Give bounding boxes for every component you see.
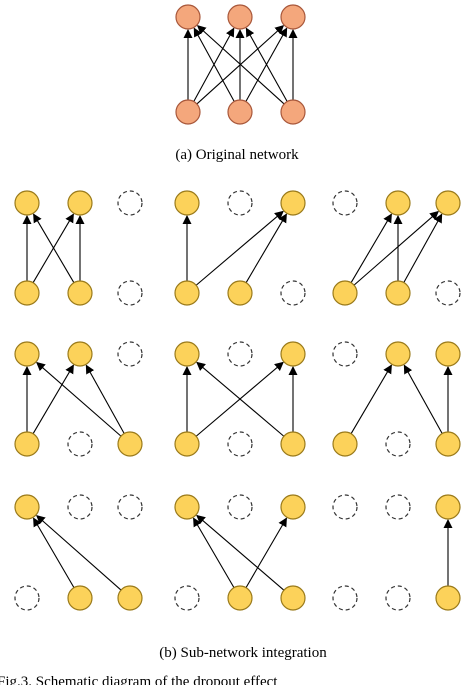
neuron: [280, 341, 306, 367]
neuron: [175, 4, 201, 30]
connection-arrow: [85, 364, 125, 434]
subnetwork-grid: [14, 190, 461, 611]
neuron: [174, 280, 200, 306]
neuron: [435, 341, 461, 367]
dropped-neuron: [117, 190, 143, 216]
neuron: [67, 585, 93, 611]
subnetwork: [14, 494, 143, 611]
dropped-neuron: [67, 431, 93, 457]
subnetwork-caption: (b) Sub-network integration: [159, 645, 327, 661]
neuron: [332, 280, 358, 306]
neuron: [385, 341, 411, 367]
neuron: [227, 99, 253, 125]
connection-arrow: [36, 361, 122, 437]
dropped-neuron: [227, 431, 253, 457]
neuron: [67, 190, 93, 216]
neuron: [280, 99, 306, 125]
connection-arrow: [195, 210, 284, 286]
connection-arrow: [350, 213, 392, 283]
connection-arrow: [350, 364, 392, 434]
dropped-neuron: [117, 494, 143, 520]
neuron: [174, 431, 200, 457]
connection-arrow: [35, 514, 122, 591]
dropped-neuron: [332, 585, 358, 611]
dropped-neuron: [227, 494, 253, 520]
dropped-neuron: [117, 280, 143, 306]
neuron: [174, 190, 200, 216]
neuron: [280, 494, 306, 520]
dropped-neuron: [117, 341, 143, 367]
dropped-neuron: [227, 341, 253, 367]
connection-arrow: [33, 517, 75, 588]
subnetwork: [174, 341, 306, 457]
neuron: [14, 494, 40, 520]
dropped-neuron: [67, 494, 93, 520]
connection-arrow: [193, 27, 235, 102]
connection-arrow: [403, 213, 443, 283]
neuron: [280, 431, 306, 457]
connection-arrow: [193, 517, 235, 588]
neuron: [435, 585, 461, 611]
dropped-neuron: [385, 431, 411, 457]
connection-arrow: [245, 27, 288, 102]
neuron: [280, 4, 306, 30]
dropped-neuron: [332, 494, 358, 520]
subnetwork: [332, 494, 461, 611]
neuron: [435, 431, 461, 457]
neuron: [117, 585, 143, 611]
dropped-neuron: [332, 190, 358, 216]
figure-caption: Fig.3. Schematic diagram of the dropout …: [0, 674, 278, 685]
connection-arrow: [196, 361, 285, 437]
dropped-neuron: [227, 190, 253, 216]
neuron: [14, 190, 40, 216]
dropped-neuron: [385, 585, 411, 611]
neuron: [174, 341, 200, 367]
neuron: [280, 585, 306, 611]
neuron: [174, 494, 200, 520]
neuron: [67, 280, 93, 306]
neuron: [14, 280, 40, 306]
dropped-neuron: [280, 280, 306, 306]
neuron: [435, 190, 461, 216]
dropped-neuron: [435, 280, 461, 306]
neuron: [227, 280, 253, 306]
dropped-neuron: [174, 585, 200, 611]
neuron: [280, 190, 306, 216]
neuron: [227, 4, 253, 30]
connection-arrow: [32, 364, 74, 434]
original-network: [175, 4, 306, 125]
dropped-neuron: [332, 341, 358, 367]
connection-arrow: [196, 25, 285, 105]
neuron: [227, 585, 253, 611]
connection-arrow: [403, 364, 443, 434]
neuron: [117, 431, 143, 457]
neuron: [175, 99, 201, 125]
subnetwork: [332, 190, 461, 306]
subnetwork: [332, 341, 461, 457]
neuron: [67, 341, 93, 367]
connection-arrow: [353, 210, 439, 286]
connection-arrow: [245, 517, 287, 588]
dropped-neuron: [385, 494, 411, 520]
subnetwork: [14, 190, 143, 306]
neuron: [385, 190, 411, 216]
subnetwork: [174, 190, 306, 306]
subnetwork: [14, 341, 143, 457]
connection-arrow: [33, 213, 75, 283]
subnetwork: [174, 494, 306, 611]
neuron: [385, 280, 411, 306]
neuron: [332, 431, 358, 457]
dropped-neuron: [14, 585, 40, 611]
neuron: [435, 494, 461, 520]
original-network-caption: (a) Original network: [175, 147, 299, 163]
neuron: [14, 341, 40, 367]
neuron: [14, 431, 40, 457]
connection-arrow: [245, 213, 287, 283]
connection-arrow: [196, 514, 285, 591]
